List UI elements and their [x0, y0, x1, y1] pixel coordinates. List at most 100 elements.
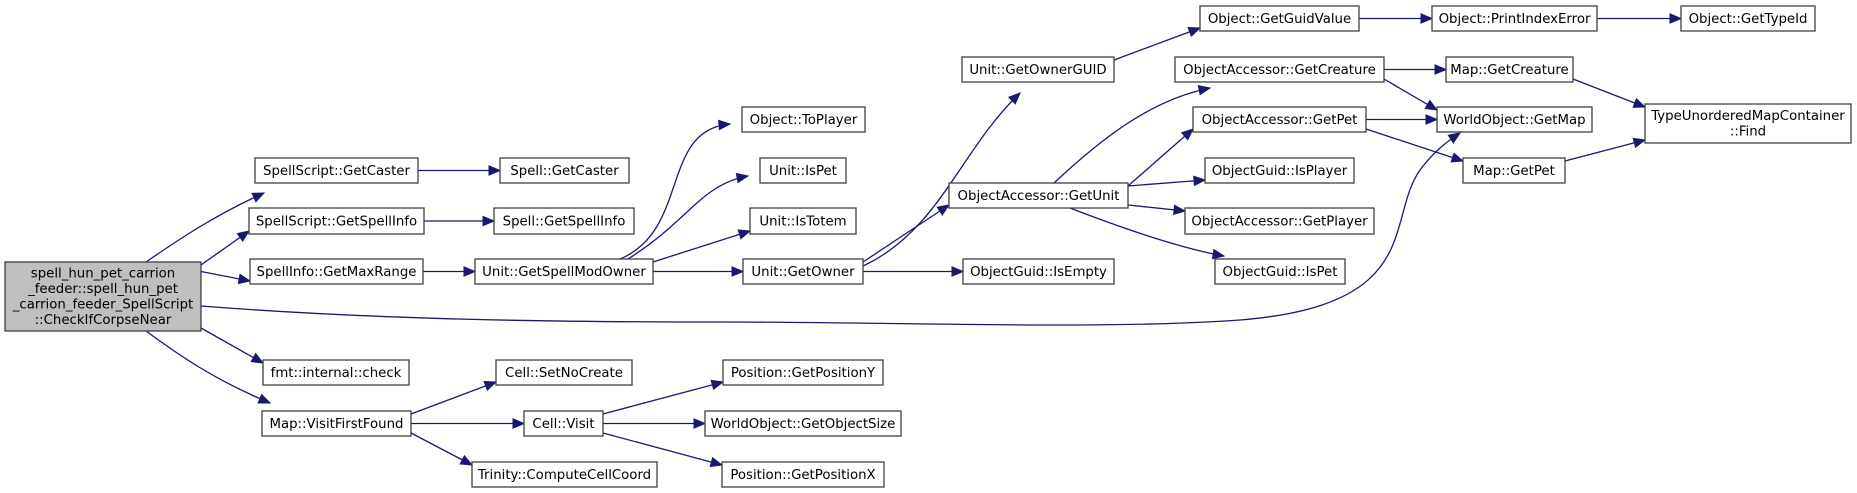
edge-map_visitfirstfound-to-trinity_computecellcoord [410, 432, 474, 466]
node-si-getmaxrange[interactable]: SpellInfo::GetMaxRange [249, 258, 424, 285]
node-object-gettypeid[interactable]: Object::GetTypeId [1680, 5, 1816, 32]
edge-line [652, 230, 751, 263]
arrowhead-icon [459, 454, 474, 466]
node-box [4, 261, 202, 332]
arrowhead-icon [1007, 92, 1021, 105]
node-label: SpellScript::GetCaster [263, 164, 410, 179]
node-wo-getobjectsize[interactable]: WorldObject::GetObjectSize [704, 410, 902, 437]
node-unit-getspellmodowner[interactable]: Unit::GetSpellModOwner [474, 258, 654, 285]
node-label: WorldObject::GetMap [1443, 113, 1585, 128]
edge-line [627, 175, 749, 260]
node-object-getguidvalue[interactable]: Object::GetGuidValue [1199, 5, 1360, 32]
arrowhead-icon [731, 266, 745, 277]
node-pos-getpositiony[interactable]: Position::GetPositionY [722, 359, 884, 386]
edge-object_printindexerror-to-object_gettypeid [1597, 13, 1683, 24]
node-box [1184, 207, 1375, 235]
arrowhead-icon [737, 229, 752, 240]
node-trinity-computecellcoord[interactable]: Trinity::ComputeCellCoord [471, 461, 658, 488]
node-label: _carrion_feeder_SpellScript [12, 298, 194, 313]
node-map-getcreature[interactable]: Map::GetCreature [1445, 56, 1574, 83]
arrowhead-icon [936, 204, 951, 216]
edge-line [619, 123, 731, 260]
node-oa-getunit[interactable]: ObjectAccessor::GetUnit [948, 182, 1129, 209]
edge-map_visitfirstfound-to-cell_visit [411, 418, 526, 429]
node-og-ispet[interactable]: ObjectGuid::IsPet [1214, 258, 1346, 285]
edge-line [1572, 78, 1646, 108]
node-spell-getspellinfo[interactable]: Spell::GetSpellInfo [493, 207, 635, 235]
arrowhead-icon [1187, 26, 1202, 38]
node-box [474, 258, 654, 285]
node-object-printindexerror[interactable]: Object::PrintIndexError [1431, 5, 1598, 32]
node-label: ObjectGuid::IsPlayer [1212, 164, 1348, 179]
node-unit-ispet[interactable]: Unit::IsPet [759, 157, 847, 184]
node-pos-getpositionx[interactable]: Position::GetPositionX [721, 461, 885, 488]
node-unit-istotem[interactable]: Unit::IsTotem [749, 207, 857, 235]
arrowhead-icon [237, 273, 252, 285]
arrowhead-icon [1669, 13, 1683, 24]
node-root[interactable]: spell_hun_pet_carrion_feeder::spell_hun_… [4, 261, 202, 332]
edge-ss_getspellinfo-to-spell_getspellinfo [424, 215, 496, 227]
node-oa-getcreature[interactable]: ObjectAccessor::GetCreature [1174, 56, 1385, 83]
node-box [962, 258, 1115, 285]
node-label: TypeUnorderedMapContainer [1650, 109, 1845, 124]
node-box [1199, 5, 1360, 32]
edge-line [1127, 128, 1194, 187]
edge-line [1564, 139, 1646, 162]
node-label: Position::GetPositionX [730, 468, 875, 483]
node-box [1204, 157, 1355, 184]
arrowhead-icon [1424, 99, 1439, 111]
arrowhead-icon [463, 266, 477, 277]
node-wo-getmap[interactable]: WorldObject::GetMap [1436, 106, 1593, 133]
node-object-toplayer[interactable]: Object::ToPlayer [741, 106, 866, 133]
node-label: Position::GetPositionY [731, 366, 876, 381]
arrowhead-icon [951, 266, 965, 277]
edge-oa_getunit-to-og_isplayer [1127, 175, 1207, 187]
edge-line [1365, 128, 1464, 162]
node-label: ::CheckIfCorpseNear [35, 313, 172, 328]
node-box [1445, 56, 1574, 83]
node-oa-getplayer[interactable]: ObjectAccessor::GetPlayer [1184, 207, 1375, 235]
node-ss-getspellinfo[interactable]: SpellScript::GetSpellInfo [248, 207, 425, 235]
edge-root-to-fmt_check [200, 327, 265, 364]
edge-unit_getspellmodowner-to-object_toplayer [619, 119, 732, 260]
node-label: Spell::GetSpellInfo [503, 214, 626, 229]
node-label: Map::VisitFirstFound [270, 417, 404, 432]
node-label: Cell::SetNoCreate [505, 366, 623, 381]
node-fmt-check[interactable]: fmt::internal::check [262, 359, 410, 386]
node-spell-getcaster[interactable]: Spell::GetCaster [499, 157, 630, 184]
node-cell-setnocreate[interactable]: Cell::SetNoCreate [495, 359, 633, 386]
node-og-isplayer[interactable]: ObjectGuid::IsPlayer [1204, 157, 1355, 184]
arrowhead-icon [250, 352, 265, 364]
edge-ss_getcaster-to-spell_getcaster [418, 165, 502, 176]
node-tumc-find[interactable]: TypeUnorderedMapContainer::Find [1644, 103, 1852, 144]
node-unit-getownerguid[interactable]: Unit::GetOwnerGUID [961, 56, 1115, 83]
node-unit-getowner[interactable]: Unit::GetOwner [742, 258, 864, 285]
node-oa-getpet[interactable]: ObjectAccessor::GetPet [1192, 106, 1367, 133]
arrowhead-icon [483, 381, 498, 392]
edge-root-to-si_getmaxrange [200, 270, 252, 285]
node-label: ObjectAccessor::GetPlayer [1191, 214, 1368, 229]
node-label: Unit::GetOwner [751, 265, 855, 280]
node-ss-getcaster[interactable]: SpellScript::GetCaster [254, 157, 419, 184]
node-box [249, 258, 424, 285]
edge-oa_getcreature-to-map_getcreature [1384, 64, 1448, 75]
node-label: _feeder::spell_hun_pet [27, 282, 178, 297]
node-map-visitfirstfound[interactable]: Map::VisitFirstFound [261, 410, 412, 437]
node-box [1214, 258, 1346, 285]
node-og-isempty[interactable]: ObjectGuid::IsEmpty [962, 258, 1115, 285]
node-label: SpellInfo::GetMaxRange [257, 265, 417, 280]
node-box [262, 359, 410, 386]
node-label: ObjectGuid::IsEmpty [970, 265, 1107, 280]
node-box [749, 207, 857, 235]
arrowhead-icon [482, 215, 496, 227]
arrowhead-icon [512, 418, 526, 429]
edge-oa_getcreature-to-wo_getmap [1383, 78, 1439, 111]
edge-unit_getownerguid-to-object_getguidvalue [1113, 26, 1202, 61]
edge-cell_visit-to-pos_getpositionx [602, 432, 724, 468]
node-map-getpet[interactable]: Map::GetPet [1462, 157, 1566, 184]
edge-line [602, 432, 723, 466]
node-cell-visit[interactable]: Cell::Visit [523, 410, 604, 437]
node-box [499, 157, 630, 184]
node-box [759, 157, 847, 184]
